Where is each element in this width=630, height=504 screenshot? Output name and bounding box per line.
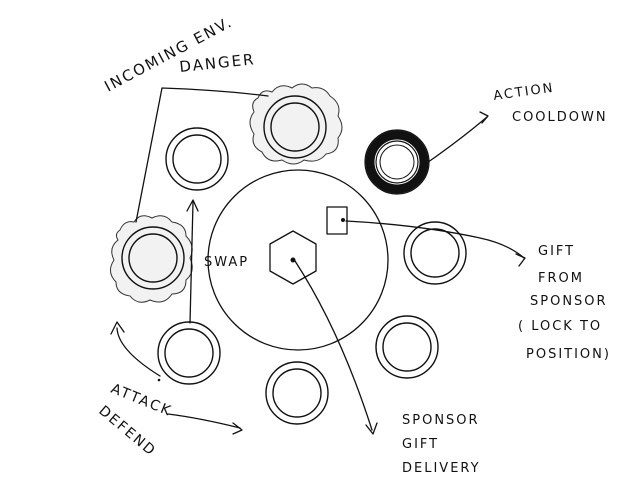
delivery-label-line3: DELIVERY <box>402 461 481 476</box>
gift-pointer-line <box>345 220 525 259</box>
ring-slot-bottom <box>265 361 329 425</box>
action-cooldown-label-line2: COOLDOWN <box>512 110 608 125</box>
gift-label-line5: POSITION) <box>526 347 611 362</box>
ring-slot-top-right <box>263 95 327 159</box>
swap-label: SWAP <box>204 255 249 270</box>
delivery-label-line2: GIFT <box>402 437 439 452</box>
ring-slot-bottom-left <box>157 321 221 385</box>
attack-defend-dot <box>157 378 161 382</box>
gift-label-line4: ( LOCK TO <box>518 319 602 334</box>
action-cooldown-arrow <box>423 116 488 166</box>
danger-pointer-line <box>135 87 269 223</box>
swap-arrow <box>189 201 194 324</box>
defend-arrow <box>167 413 241 429</box>
action-cooldown-ring <box>364 129 430 195</box>
central-arena-circle <box>207 169 389 351</box>
square-center-dot <box>341 218 345 222</box>
ring-slot-top-left <box>165 127 229 191</box>
hexagon-center-dot <box>290 257 296 263</box>
danger-cloud-top <box>249 83 343 165</box>
gift-label-line1: GIFT <box>538 244 575 259</box>
ring-slot-right <box>403 221 467 285</box>
hexagon-delivery-point <box>269 230 317 285</box>
attack-defend-curve-arrow <box>116 327 161 377</box>
gift-label-line2: FROM <box>538 271 584 286</box>
ring-slot-bottom-right <box>375 315 439 379</box>
delivery-label-line1: SPONSOR <box>402 413 480 428</box>
gift-label-line3: SPONSOR <box>530 294 608 309</box>
ring-slot-left <box>121 226 185 290</box>
incoming-danger-label-line2: DANGER <box>179 50 257 76</box>
delivery-line <box>294 260 373 431</box>
action-cooldown-label-line1: ACTION <box>492 81 555 104</box>
